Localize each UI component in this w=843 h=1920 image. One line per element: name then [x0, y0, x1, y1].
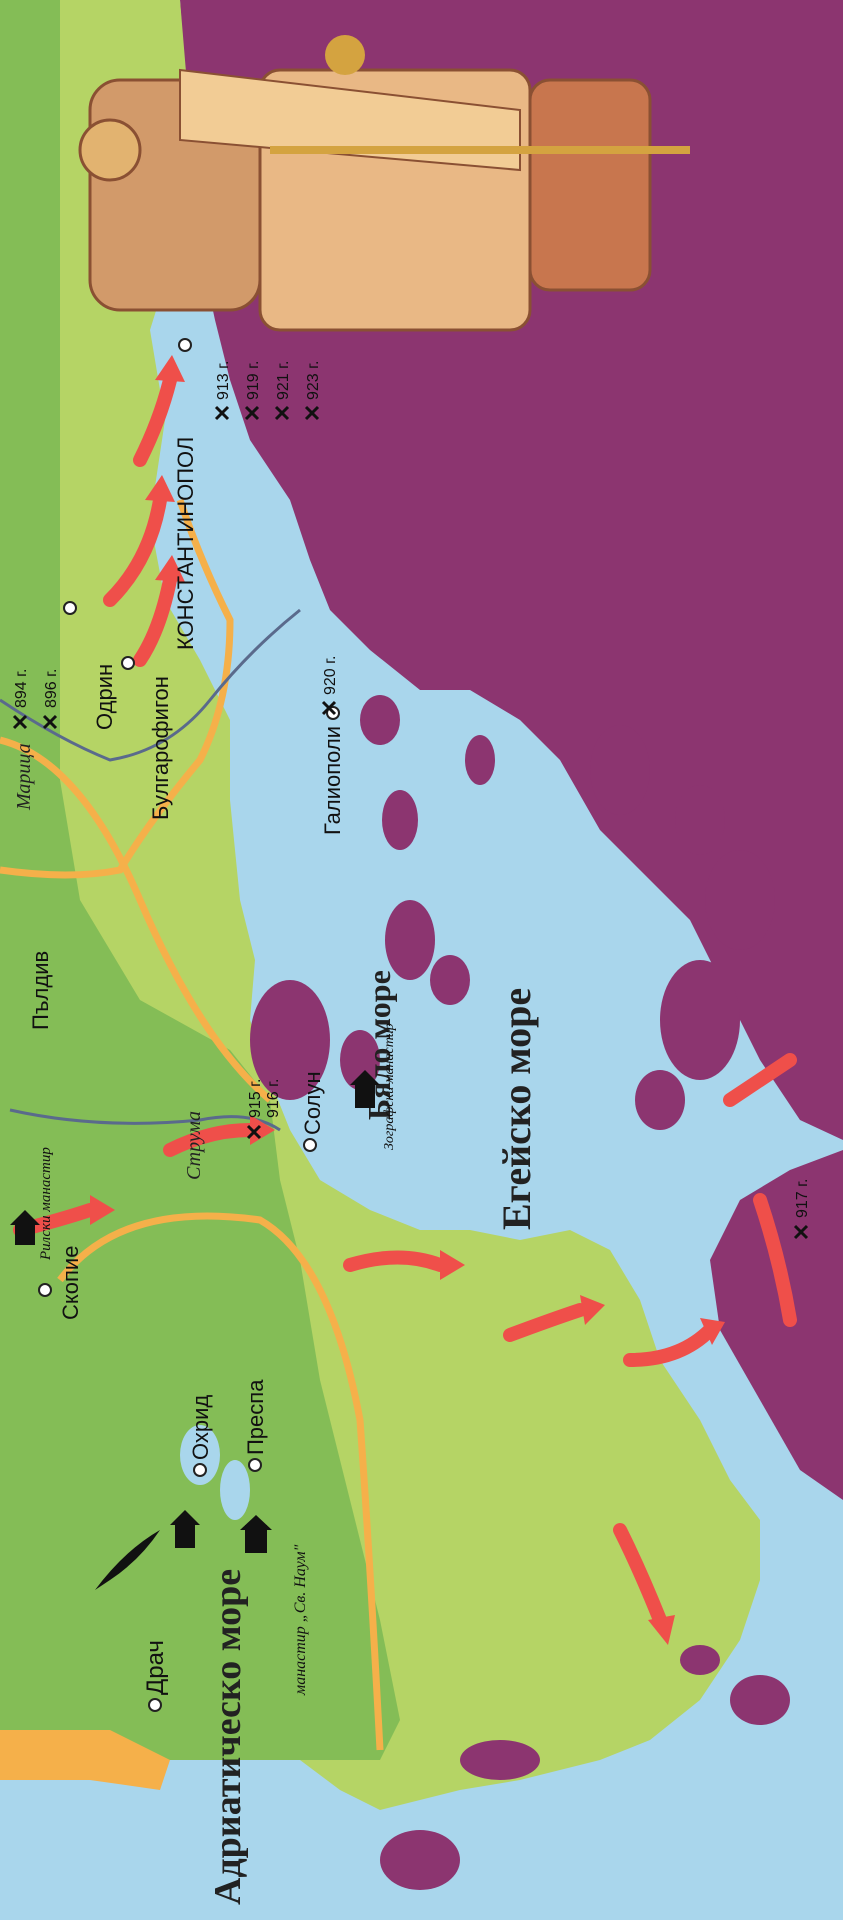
- battle-label-917: 917 г.: [794, 1179, 811, 1218]
- battle-label-915: 915 г.: [247, 1079, 264, 1118]
- crossed-swords-icon: [274, 405, 290, 421]
- bulgaria-land-dark: [0, 0, 400, 1760]
- sea-label-adriatic: Адриатическо море: [207, 1569, 249, 1905]
- city-circle-icon: [121, 656, 135, 670]
- sea-label-aegean: Егейско море: [494, 988, 539, 1230]
- border-line-orange-east: [0, 498, 234, 879]
- crossed-swords-icon: [793, 1224, 809, 1240]
- city-circle-icon: [38, 1283, 52, 1297]
- battle-label-896: 896 г.: [43, 669, 60, 708]
- campaign-arrows: [13, 373, 797, 1627]
- quill-icon: [95, 1530, 160, 1590]
- campaign-arrowheads: [90, 355, 725, 1645]
- city-label-skopie: Скопие: [58, 1246, 83, 1320]
- city-label-galiopoli: Галиополи: [320, 726, 345, 835]
- monastery-icon: [240, 1515, 272, 1553]
- adriatic-coast: [0, 1730, 170, 1790]
- battle-label-921: 921 г.: [275, 361, 292, 400]
- crossed-swords-icon: [244, 405, 260, 421]
- crossed-swords-icon: [321, 700, 337, 716]
- city-markers: [38, 338, 340, 1712]
- lake-ohrid: [180, 1425, 220, 1485]
- city-label-prespa: Преспа: [243, 1379, 268, 1455]
- battle-label-923: 923 г.: [305, 361, 322, 400]
- city-label-bulgarofigon: Булгарофигон: [148, 676, 173, 820]
- emperor-figure: [78, 35, 690, 332]
- battle-label-916: 916 г.: [265, 1079, 282, 1118]
- monastery-icon: [10, 1210, 40, 1245]
- byzantine-greece-south: [710, 1150, 843, 1500]
- battle-markers: [12, 405, 809, 1240]
- city-circle-icon: [178, 338, 192, 352]
- monastery-icon: [170, 1510, 200, 1548]
- crossed-swords-icon: [12, 714, 28, 730]
- crossed-swords-icon: [304, 405, 320, 421]
- monastery-label-sv-naum: манастир „Св. Наум": [292, 1544, 309, 1696]
- border-line-orange-north: [0, 736, 273, 1103]
- monastery-label-rila: Рилски манастир: [38, 1147, 54, 1261]
- city-label-odrin: Одрин: [92, 664, 117, 730]
- crossed-swords-icon: [246, 1124, 262, 1140]
- battle-label-913: 913 г.: [215, 361, 232, 400]
- battle-label-894: 894 г.: [13, 669, 30, 708]
- lake-prespa: [220, 1460, 250, 1520]
- battle-label-919: 919 г.: [245, 361, 262, 400]
- monastery-icon: [350, 1070, 380, 1108]
- aegean-islands: [250, 695, 790, 1890]
- city-circle-icon: [303, 1138, 317, 1152]
- river-label-maritsa: Марица: [13, 743, 35, 811]
- crossed-swords-icon: [42, 714, 58, 730]
- monastery-label-zograf: Зографски манастир: [382, 1023, 397, 1150]
- city-circle-icon: [148, 1698, 162, 1712]
- city-label-ohrid: Охрид: [188, 1395, 213, 1460]
- city-label-solun: Солун: [300, 1071, 325, 1135]
- river-label-struma: Струма: [183, 1111, 205, 1180]
- crossed-swords-icon: [214, 405, 230, 421]
- city-circle-icon: [248, 1458, 262, 1472]
- city-circle-icon: [193, 1463, 207, 1477]
- city-label-drach: Драч: [142, 1640, 169, 1695]
- city-label-plovdiv: Пълдив: [28, 951, 53, 1030]
- city-circle-icon: [63, 601, 77, 615]
- river-maritsa: [0, 608, 301, 762]
- battle-label-920: 920 г.: [322, 656, 339, 695]
- border-line-orange: [57, 1212, 384, 1751]
- city-label-konstantinopol: КОНСТАНТИНОПОЛ: [173, 437, 198, 650]
